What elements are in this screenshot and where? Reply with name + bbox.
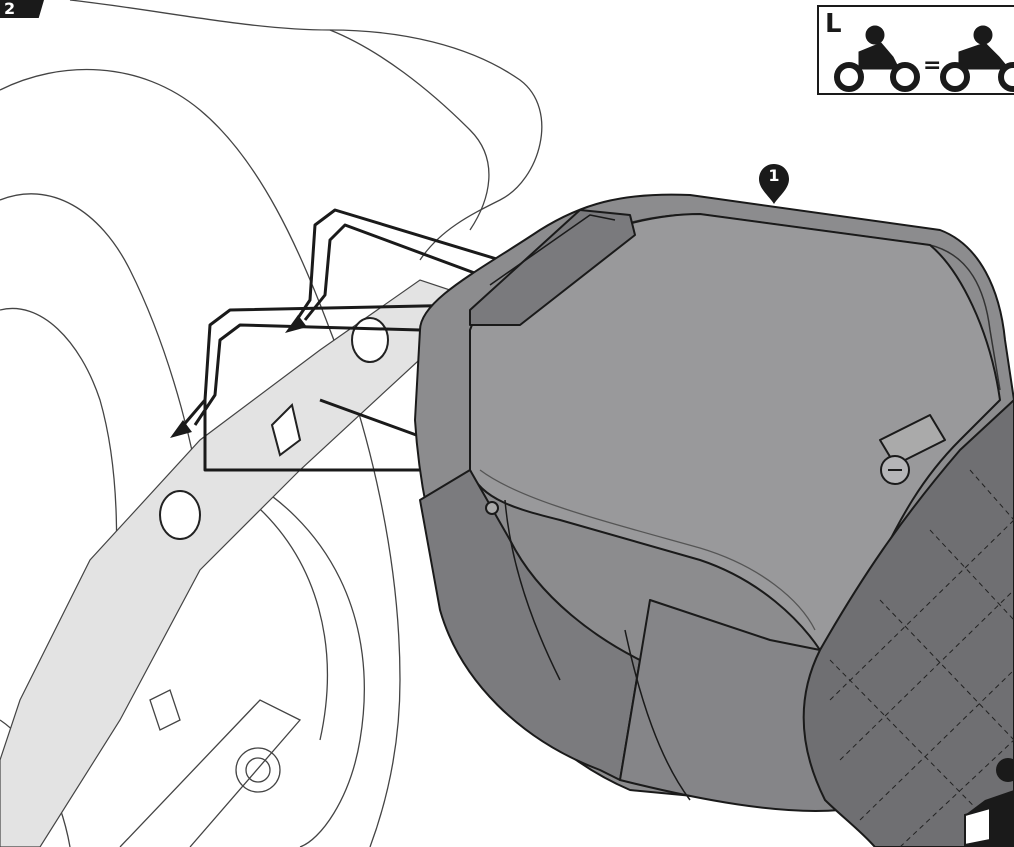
motorcycle-icon (940, 25, 1014, 92)
motorcycle-rider-pair (834, 25, 1014, 92)
mount-hole-upper (351, 317, 389, 363)
fender-outline (0, 68, 401, 847)
mounting-rail (0, 279, 481, 847)
side-letter: L (825, 9, 842, 39)
side-bag (414, 193, 1014, 847)
arrow-lower (170, 420, 192, 438)
seat-outline (69, 0, 543, 261)
swingarm (119, 699, 302, 847)
mount-slot (270, 403, 302, 457)
rider-icon (865, 25, 885, 45)
callout-number: 1 (768, 166, 780, 185)
equals-sign: = (923, 53, 942, 78)
mount-hole-lower (159, 490, 201, 540)
motorcycle-icon (834, 25, 920, 92)
bracket-upper (288, 208, 501, 331)
arrow-upper (285, 315, 307, 333)
wheel-outline (229, 469, 365, 847)
rider-icon-corner (964, 758, 1014, 847)
axle-nut (235, 747, 281, 793)
rider-icon (973, 25, 993, 45)
side-indicator-box: L = (817, 5, 1014, 95)
callout-1: 1 (757, 162, 791, 206)
callout-pin-icon (759, 164, 789, 204)
bracket-lower (173, 303, 471, 436)
step-number-badge: 2 (0, 0, 44, 18)
